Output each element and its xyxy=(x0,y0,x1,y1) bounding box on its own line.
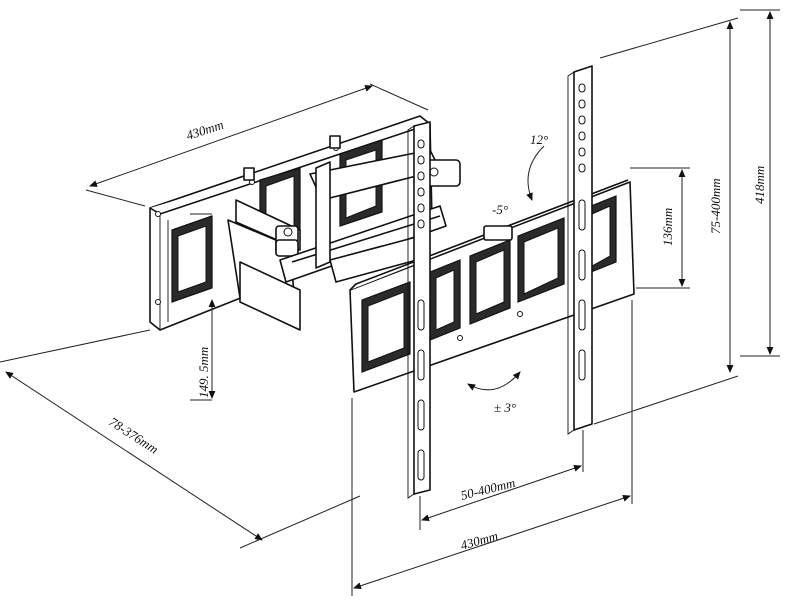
dim-tv-plate-height: 136mm xyxy=(630,167,690,289)
vertical-bracket-right xyxy=(567,65,593,435)
tilt-indicator: 12° -5° xyxy=(492,132,548,217)
label-extension: 78-376mm xyxy=(106,414,161,457)
label-wall-plate-height: 149. 5mm xyxy=(196,347,211,398)
vertical-bracket-left xyxy=(407,121,431,499)
label-tv-plate-width: 430mm xyxy=(459,528,500,553)
label-tilt-down: -5° xyxy=(492,202,508,217)
label-vesa-vertical: 75-400mm xyxy=(708,178,723,234)
label-tv-plate-height: 136mm xyxy=(660,208,675,246)
label-total-height: 418mm xyxy=(752,166,767,204)
label-tilt-up: 12° xyxy=(530,132,548,147)
dim-vesa-vertical: 75-400mm xyxy=(593,17,739,425)
dim-vesa-horizontal: 50-400mm xyxy=(419,430,584,530)
label-rotation: ± 3° xyxy=(494,400,516,415)
label-vesa-horizontal: 50-400mm xyxy=(459,475,517,503)
rotation-indicator: ± 3° xyxy=(468,372,520,415)
dim-extension: 78-376mm xyxy=(0,329,361,549)
dim-total-height: 418mm xyxy=(740,9,780,357)
label-wall-plate-width: 430mm xyxy=(184,117,225,143)
